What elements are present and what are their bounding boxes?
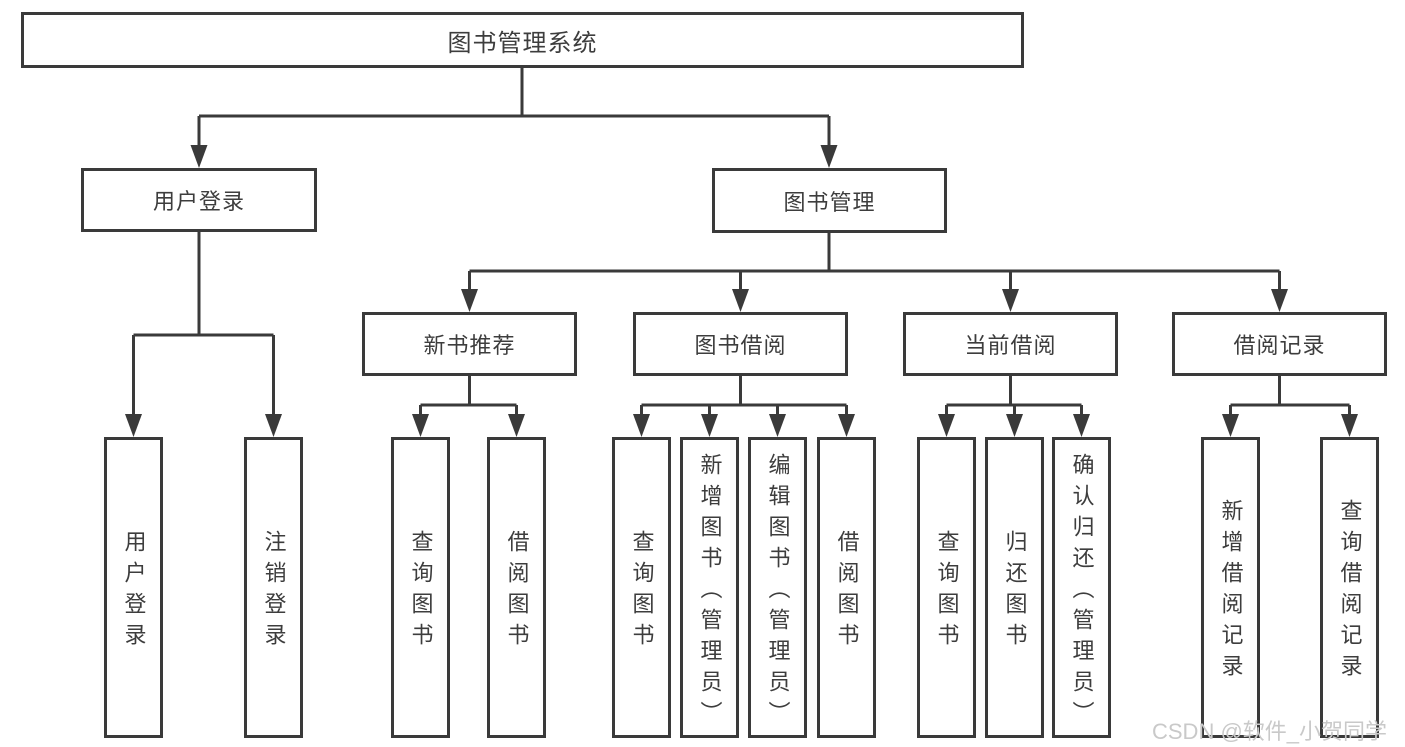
arrow-down-icon xyxy=(190,145,208,168)
arrow-down-icon xyxy=(508,414,525,437)
node-user-login: 用户登录 xyxy=(81,168,317,232)
leaf-logout-login: 注销登录 xyxy=(244,437,303,738)
leaf-add-borrow-record: 新增借阅记录 xyxy=(1201,437,1260,738)
leaf-borrow-books: 借阅图书 xyxy=(817,437,876,738)
leaf-add-books-admin: 新增图书（管理员） xyxy=(680,437,739,738)
leaf-user-login: 用户登录 xyxy=(104,437,163,738)
leaf-borrow-books-recommend: 借阅图书 xyxy=(487,437,546,738)
arrow-down-icon xyxy=(732,289,749,312)
node-root: 图书管理系统 xyxy=(21,12,1024,68)
node-new-book-recommend: 新书推荐 xyxy=(362,312,577,376)
leaf-query-books-current: 查询图书 xyxy=(917,437,976,738)
connector-records-to-leaves xyxy=(1229,376,1351,417)
leaf-confirm-return-admin: 确认归还（管理员） xyxy=(1052,437,1111,738)
arrow-down-icon xyxy=(1002,289,1019,312)
arrow-down-icon xyxy=(412,414,429,437)
connector-lines xyxy=(132,68,1351,417)
connector-bookborrow-to-leaves xyxy=(640,376,848,417)
arrow-down-icon xyxy=(633,414,650,437)
leaf-query-borrow-record: 查询借阅记录 xyxy=(1320,437,1379,738)
leaf-return-books: 归还图书 xyxy=(985,437,1044,738)
node-borrow-records: 借阅记录 xyxy=(1172,312,1387,376)
node-current-borrow: 当前借阅 xyxy=(903,312,1118,376)
arrow-down-icon xyxy=(938,414,955,437)
connector-root-to-level2 xyxy=(197,68,831,148)
leaf-query-books-borrow: 查询图书 xyxy=(612,437,671,738)
node-book-borrow: 图书借阅 xyxy=(633,312,848,376)
arrow-down-icon xyxy=(265,414,282,437)
leaf-query-books-recommend: 查询图书 xyxy=(391,437,450,738)
arrow-down-icon xyxy=(838,414,855,437)
connector-bookmgmt-to-level3 xyxy=(468,233,1281,292)
arrow-down-icon xyxy=(1271,289,1288,312)
node-book-management: 图书管理 xyxy=(712,168,947,233)
connector-newbook-to-leaves xyxy=(419,376,518,417)
arrow-down-icon xyxy=(1341,414,1358,437)
arrow-down-icon xyxy=(1222,414,1239,437)
arrowheads xyxy=(125,145,1358,437)
arrow-down-icon xyxy=(1006,414,1023,437)
connector-userlogin-to-leaves xyxy=(132,232,275,417)
arrow-down-icon xyxy=(820,145,838,168)
arrow-down-icon xyxy=(125,414,142,437)
csdn-watermark: CSDN @软件_小贺同学 xyxy=(1152,719,1388,744)
connector-currentborrow-to-leaves xyxy=(945,376,1083,417)
arrow-down-icon xyxy=(769,414,786,437)
arrow-down-icon xyxy=(701,414,718,437)
arrow-down-icon xyxy=(461,289,478,312)
arrow-down-icon xyxy=(1073,414,1090,437)
leaf-edit-books-admin: 编辑图书（管理员） xyxy=(748,437,807,738)
